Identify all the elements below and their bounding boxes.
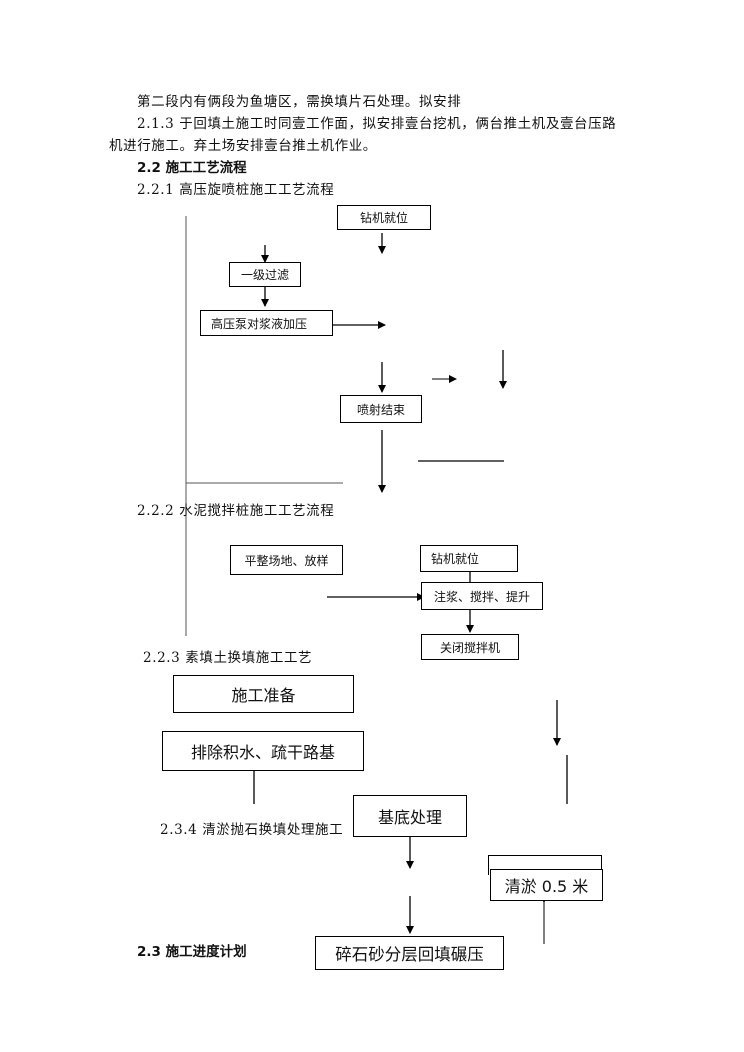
flow223-drain-box: 排除积水、疏干路基 bbox=[162, 731, 364, 771]
heading-2-3-4: 2.3.4 清淤抛石换填处理施工 bbox=[160, 822, 344, 838]
flow223-gravel-label: 碎石砂分层回填碾压 bbox=[335, 945, 484, 964]
heading-2-2-1: 2.2.1 高压旋喷桩施工工艺流程 bbox=[137, 182, 335, 198]
flow223-drain-label: 排除积水、疏干路基 bbox=[190, 743, 335, 762]
flow222-drill-label: 钻机就位 bbox=[431, 552, 480, 566]
flow223-dredge-box: 清淤 0.5 米 bbox=[490, 869, 603, 901]
flow222-grout-label: 注浆、搅拌、提升 bbox=[433, 589, 530, 604]
flow223-base-label: 基底处理 bbox=[377, 808, 442, 827]
flow221-filter-box: 一级过滤 bbox=[229, 262, 301, 287]
paragraph-line-2: 2.1.3 于回填土施工时同壹工作面，拟安排壹台挖机，俩台推土机及壹台压路 bbox=[137, 116, 617, 132]
flow221-spray-end-box: 喷射结束 bbox=[340, 395, 422, 423]
heading-2-2: 2.2 施工工艺流程 bbox=[137, 160, 247, 176]
flow222-close-label: 关闭搅拌机 bbox=[439, 640, 500, 655]
flow222-drill-box: 钻机就位 bbox=[420, 545, 518, 572]
flow223-base-box: 基底处理 bbox=[353, 795, 467, 837]
flow222-close-box: 关闭搅拌机 bbox=[421, 634, 519, 660]
flow223-dredge-label: 清淤 0.5 米 bbox=[504, 877, 589, 896]
flow221-filter-label: 一级过滤 bbox=[240, 268, 289, 282]
flow221-drill-box: 钻机就位 bbox=[337, 205, 431, 230]
flow221-pump-box: 高压泵对浆液加压 bbox=[200, 310, 333, 336]
heading-2-2-3: 2.2.3 素填土换填施工工艺 bbox=[143, 650, 313, 666]
flow223-gravel-box: 碎石砂分层回填碾压 bbox=[315, 936, 504, 970]
flow221-pump-label: 高压泵对浆液加压 bbox=[211, 316, 308, 331]
flow222-level-box: 平整场地、放样 bbox=[230, 545, 343, 575]
heading-2-2-2: 2.2.2 水泥搅拌桩施工工艺流程 bbox=[137, 503, 335, 519]
flow223-prepare-box: 施工准备 bbox=[173, 675, 354, 713]
flow222-grout-box: 注浆、搅拌、提升 bbox=[421, 582, 543, 610]
flow222-level-label: 平整场地、放样 bbox=[244, 553, 329, 568]
flow221-spray-end-label: 喷射结束 bbox=[356, 402, 405, 417]
heading-2-3: 2.3 施工进度计划 bbox=[137, 944, 247, 960]
flow223-prepare-label: 施工准备 bbox=[231, 686, 296, 705]
flow221-drill-label: 钻机就位 bbox=[359, 211, 408, 225]
paragraph-line-3: 机进行施工。弃土场安排壹台推土机作业。 bbox=[109, 138, 377, 154]
paragraph-line-1: 第二段内有俩段为鱼塘区，需换填片石处理。拟安排 bbox=[137, 94, 462, 110]
